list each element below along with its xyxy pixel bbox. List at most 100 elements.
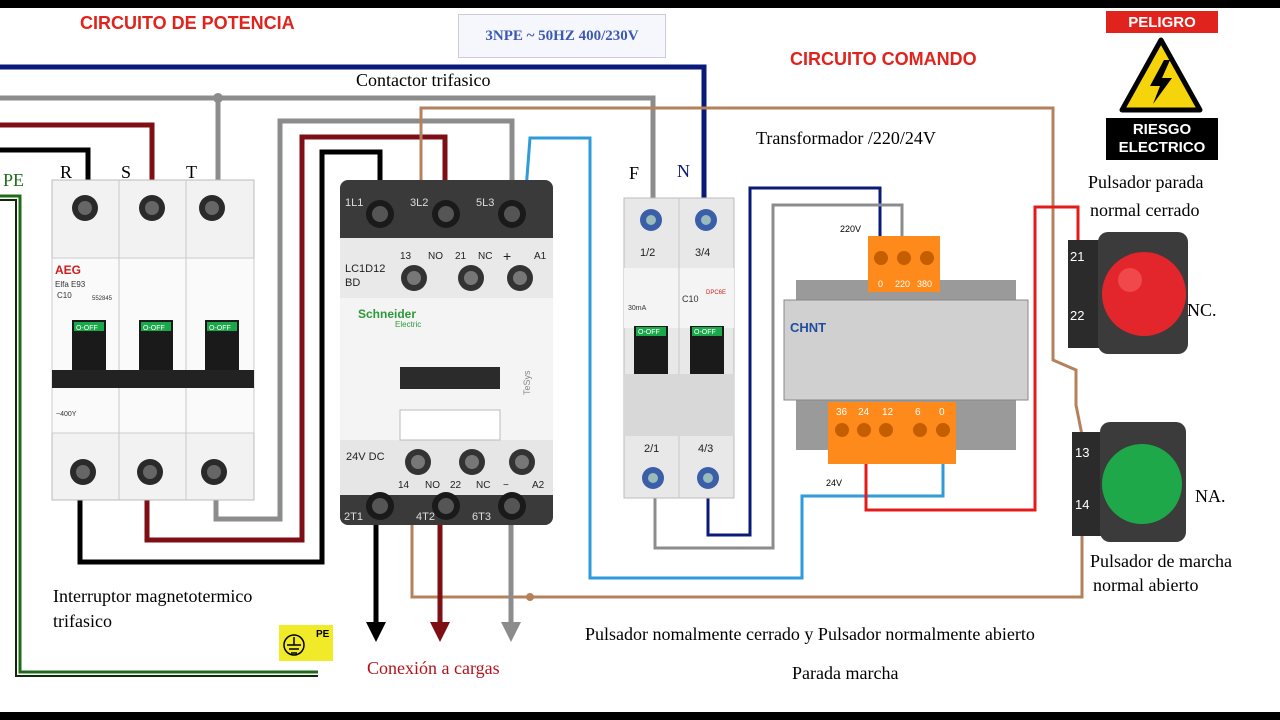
electric-hazard-icon — [1119, 37, 1203, 113]
stop-button-terminal: 22 — [1070, 308, 1084, 323]
risk-label: RIESGO ELECTRICO — [1106, 118, 1218, 160]
breaker-3p-toggle-label: O-OFF — [76, 325, 98, 332]
svg-text:0: 0 — [878, 279, 883, 289]
transformer-brand: CHNT — [790, 320, 826, 335]
breaker-label-2: trifasico — [53, 611, 112, 631]
wire-pe-dark — [0, 199, 318, 677]
breaker-2p: 1/2 3/4 C10 30mA DPC6E O-OFF O-OFF 2/1 4… — [623, 197, 735, 499]
load-arrow-2 — [430, 622, 450, 642]
wire-phase-s — [0, 122, 155, 190]
start-button-terminal: 13 — [1075, 445, 1089, 460]
contactor-aux-bottom-screws — [405, 449, 535, 475]
breaker-3p-model: Elfa E93 — [55, 280, 86, 289]
phase-label-t: T — [186, 162, 197, 182]
stop-button-label-2: normal cerrado — [1090, 200, 1200, 220]
start-button-label: Pulsador de marcha — [1090, 551, 1232, 571]
danger-label: PELIGRO — [1106, 11, 1218, 33]
wire-control-brown — [419, 106, 1084, 436]
svg-text:14: 14 — [398, 480, 410, 491]
breaker-2p-terminal: 1/2 — [640, 247, 655, 259]
contactor: 1L1 3L2 5L3 13 NO 21 NC + A1 LC1D12 — [340, 180, 553, 525]
start-button-cap[interactable] — [1102, 444, 1182, 524]
control-circuit-title: CIRCUITO COMANDO — [790, 49, 977, 69]
transformer-output-label: 24V — [826, 478, 842, 488]
stop-button-cap[interactable] — [1102, 252, 1186, 336]
svg-text:−: − — [503, 480, 509, 491]
junction-dot — [213, 93, 223, 103]
contactor-terminal-label: 1L1 — [345, 197, 363, 209]
breaker-2p-toggle-label: O-OFF — [694, 329, 716, 336]
contactor-model: LC1D12 — [345, 263, 385, 275]
transformer-in-terminals: 0 220 380 — [878, 279, 932, 289]
breaker-3p-toggle-label: O-OFF — [143, 325, 165, 332]
breaker-3p-voltage: ~400Y — [56, 411, 77, 418]
contactor-terminal-label: 4T2 — [416, 511, 435, 523]
start-button-label-2: normal abierto — [1093, 575, 1199, 595]
start-button[interactable]: 13 14 — [1072, 422, 1186, 542]
contactor-brand-sub: Electric — [395, 320, 421, 329]
risk-label-line2: ELECTRICO — [1118, 139, 1206, 156]
contactor-terminal-label: 2T1 — [344, 511, 363, 523]
breaker-2p-terminal: 2/1 — [644, 443, 659, 455]
contactor-terminal-label: 3L2 — [410, 197, 428, 209]
wire-neutral — [0, 64, 707, 205]
breaker-2p-terminal: 4/3 — [698, 443, 713, 455]
breaker-2p-model: DPC6E — [706, 290, 726, 296]
transformer-input-label: 220V — [840, 224, 861, 234]
svg-text:36: 36 — [836, 407, 848, 418]
svg-text:A2: A2 — [532, 480, 545, 491]
wire-phase-r — [0, 147, 91, 190]
svg-text:22: 22 — [450, 480, 462, 491]
breaker-2p-rating: C10 — [682, 294, 699, 304]
contactor-coil: 24V DC — [346, 451, 385, 463]
phase-label-s: S — [121, 162, 132, 182]
risk-label-line1: RIESGO — [1132, 121, 1192, 138]
contactor-brand: Schneider — [358, 307, 416, 321]
svg-text:NO: NO — [425, 480, 440, 491]
contactor-bottom-screws — [366, 492, 526, 520]
svg-text:+: + — [503, 248, 511, 264]
svg-text:13: 13 — [400, 251, 412, 262]
breaker-3p-rating: C10 — [57, 291, 72, 300]
breaker-2p-levers[interactable]: O-OFF O-OFF — [634, 326, 724, 374]
wire-primary-phase — [653, 203, 904, 550]
phase-label-r: R — [60, 162, 73, 182]
breaker-3p-brand: AEG — [55, 263, 81, 277]
svg-text:NC: NC — [478, 251, 492, 262]
wire-t-to-l3 — [213, 118, 515, 522]
svg-text:380: 380 — [917, 279, 932, 289]
transformer-label: Transformador /220/24V — [756, 128, 936, 148]
transformer-out-terminals: 36 24 12 6 0 — [836, 407, 945, 418]
stop-button[interactable]: 21 22 — [1068, 232, 1188, 354]
breaker-3p: AEG Elfa E93 C10 552845 O-OFF O-OFF O-OF… — [51, 179, 255, 501]
breaker-3p-levers[interactable]: O-OFF O-OFF O-OFF — [72, 320, 239, 372]
contactor-series: TeSys — [522, 370, 532, 395]
top-frame-bar — [0, 0, 1280, 8]
breaker-2p-toggle-label: O-OFF — [638, 329, 660, 336]
svg-text:21: 21 — [455, 251, 467, 262]
wire-pe-green — [0, 194, 318, 674]
breaker-3p-bottom-screws — [70, 459, 227, 485]
wire-control-brown-bottom — [410, 485, 1084, 599]
svg-text:24: 24 — [858, 407, 870, 418]
svg-text:A1: A1 — [534, 251, 547, 262]
breaker-3p-serial: 552845 — [92, 296, 113, 302]
stop-button-label: Pulsador parada — [1088, 172, 1204, 192]
loads-label: Conexión a cargas — [367, 658, 500, 678]
wires — [0, 64, 1084, 677]
contactor-aux-screws — [401, 265, 533, 291]
wire-r-to-l1 — [77, 149, 383, 565]
breaker-2p-ma: 30mA — [628, 305, 647, 312]
contactor-terminal-label: 5L3 — [476, 197, 494, 209]
contactor-top-screws — [366, 200, 526, 228]
svg-text:6: 6 — [915, 407, 921, 418]
contactor-aux-top-labels: 13 NO 21 NC + A1 — [400, 248, 547, 264]
breaker-2p-terminal: 3/4 — [695, 247, 710, 259]
ground-icon: PE — [279, 625, 333, 661]
start-button-terminal: 14 — [1075, 497, 1089, 512]
bottom-caption: Pulsador nomalmente cerrado y Pulsador n… — [585, 624, 1035, 644]
svg-text:220: 220 — [895, 279, 910, 289]
wire-control-red — [864, 205, 1080, 512]
wire-s-to-l2 — [144, 134, 448, 543]
